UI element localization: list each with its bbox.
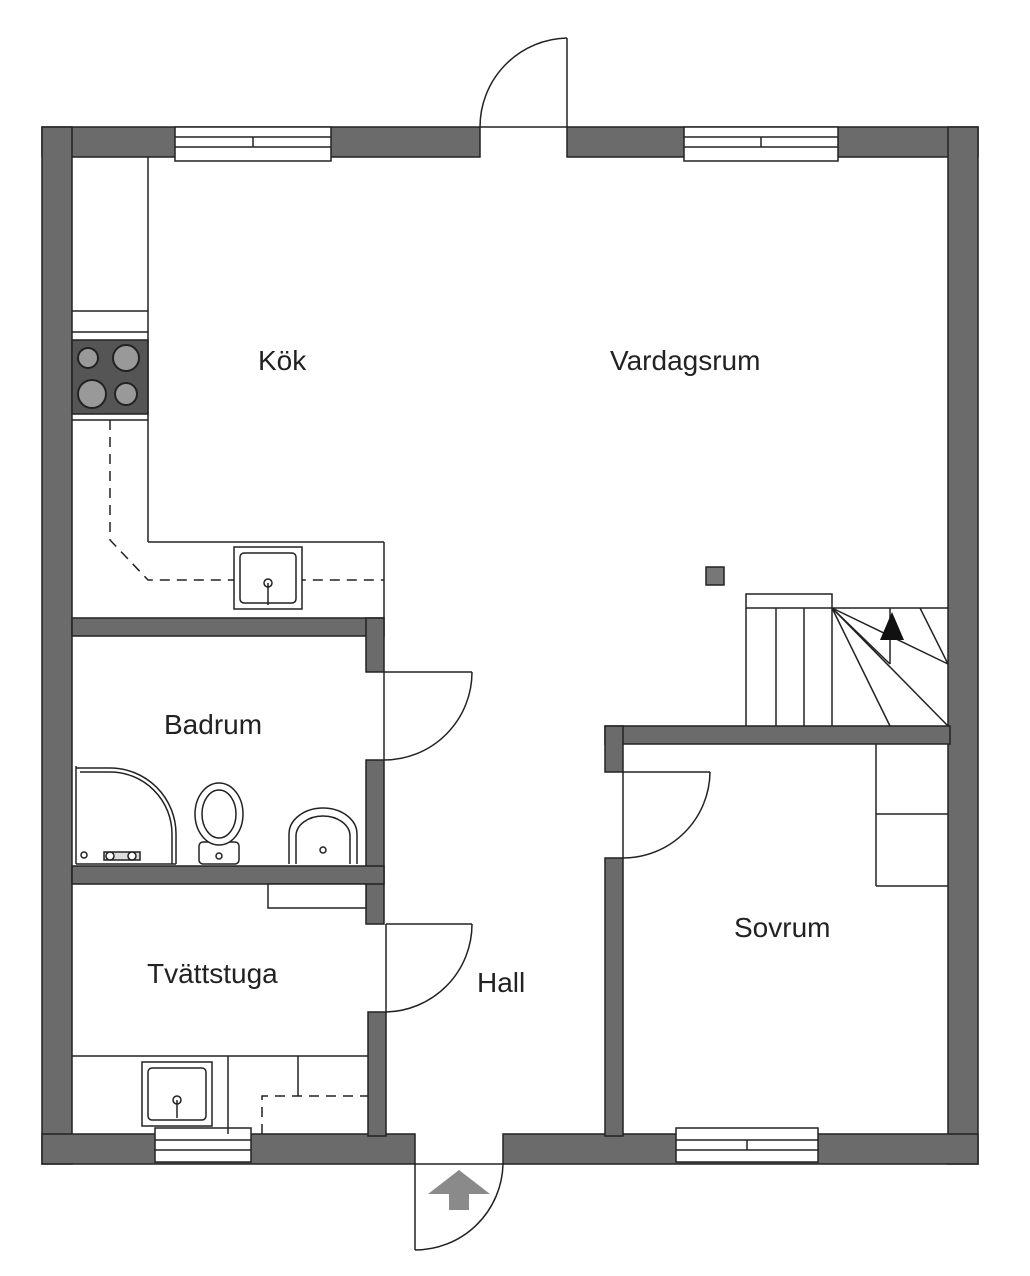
room-label-sovrum: Sovrum [734, 912, 830, 943]
wall-stair-bedroom [604, 725, 951, 745]
window-laundry [154, 1127, 252, 1163]
room-label-badrum: Badrum [164, 709, 262, 740]
laundry-sink-icon [141, 1061, 213, 1127]
windows [154, 126, 839, 1163]
column [705, 566, 725, 586]
stove-icon [71, 339, 149, 415]
wall-bath-hall-upper [365, 617, 385, 673]
door-patio [479, 37, 568, 128]
wardrobe [875, 744, 948, 887]
kitchen-sink-icon [233, 546, 303, 610]
door-entrance [414, 1163, 504, 1251]
room-label-vardagsrum: Vardagsrum [610, 345, 760, 376]
wall-kitchen-bath [71, 617, 385, 637]
laundry-counter [72, 883, 368, 1134]
wall-bath-hall-lower [365, 759, 385, 925]
toilet-icon [194, 782, 244, 865]
walls [41, 126, 979, 1165]
stairs-direction-arrow-icon [880, 612, 904, 640]
entrance-arrow-icon [428, 1170, 490, 1210]
door-laundry [385, 923, 473, 1013]
room-label-kok: Kök [258, 345, 307, 376]
wall-left [41, 126, 73, 1165]
window-living-room [683, 126, 839, 162]
wall-right [947, 126, 979, 1165]
wall-laundry-hall-lower [367, 1011, 387, 1137]
bathroom-sink-icon [288, 807, 358, 864]
window-bedroom [675, 1127, 819, 1163]
room-label-hall: Hall [477, 967, 525, 998]
room-label-tvattstuga: Tvättstuga [147, 958, 278, 989]
doors [383, 37, 711, 1251]
stairs [745, 593, 949, 727]
wall-bath-laundry [71, 865, 385, 885]
room-labels: Kök Vardagsrum Badrum Tvättstuga Hall So… [147, 345, 830, 998]
door-bedroom [622, 771, 711, 859]
window-kitchen [174, 126, 332, 162]
wall-hall-bedroom-lower [604, 857, 624, 1137]
door-bathroom [383, 671, 473, 761]
shower-icon [75, 766, 177, 865]
wall-hall-bedroom-upper [604, 725, 624, 773]
